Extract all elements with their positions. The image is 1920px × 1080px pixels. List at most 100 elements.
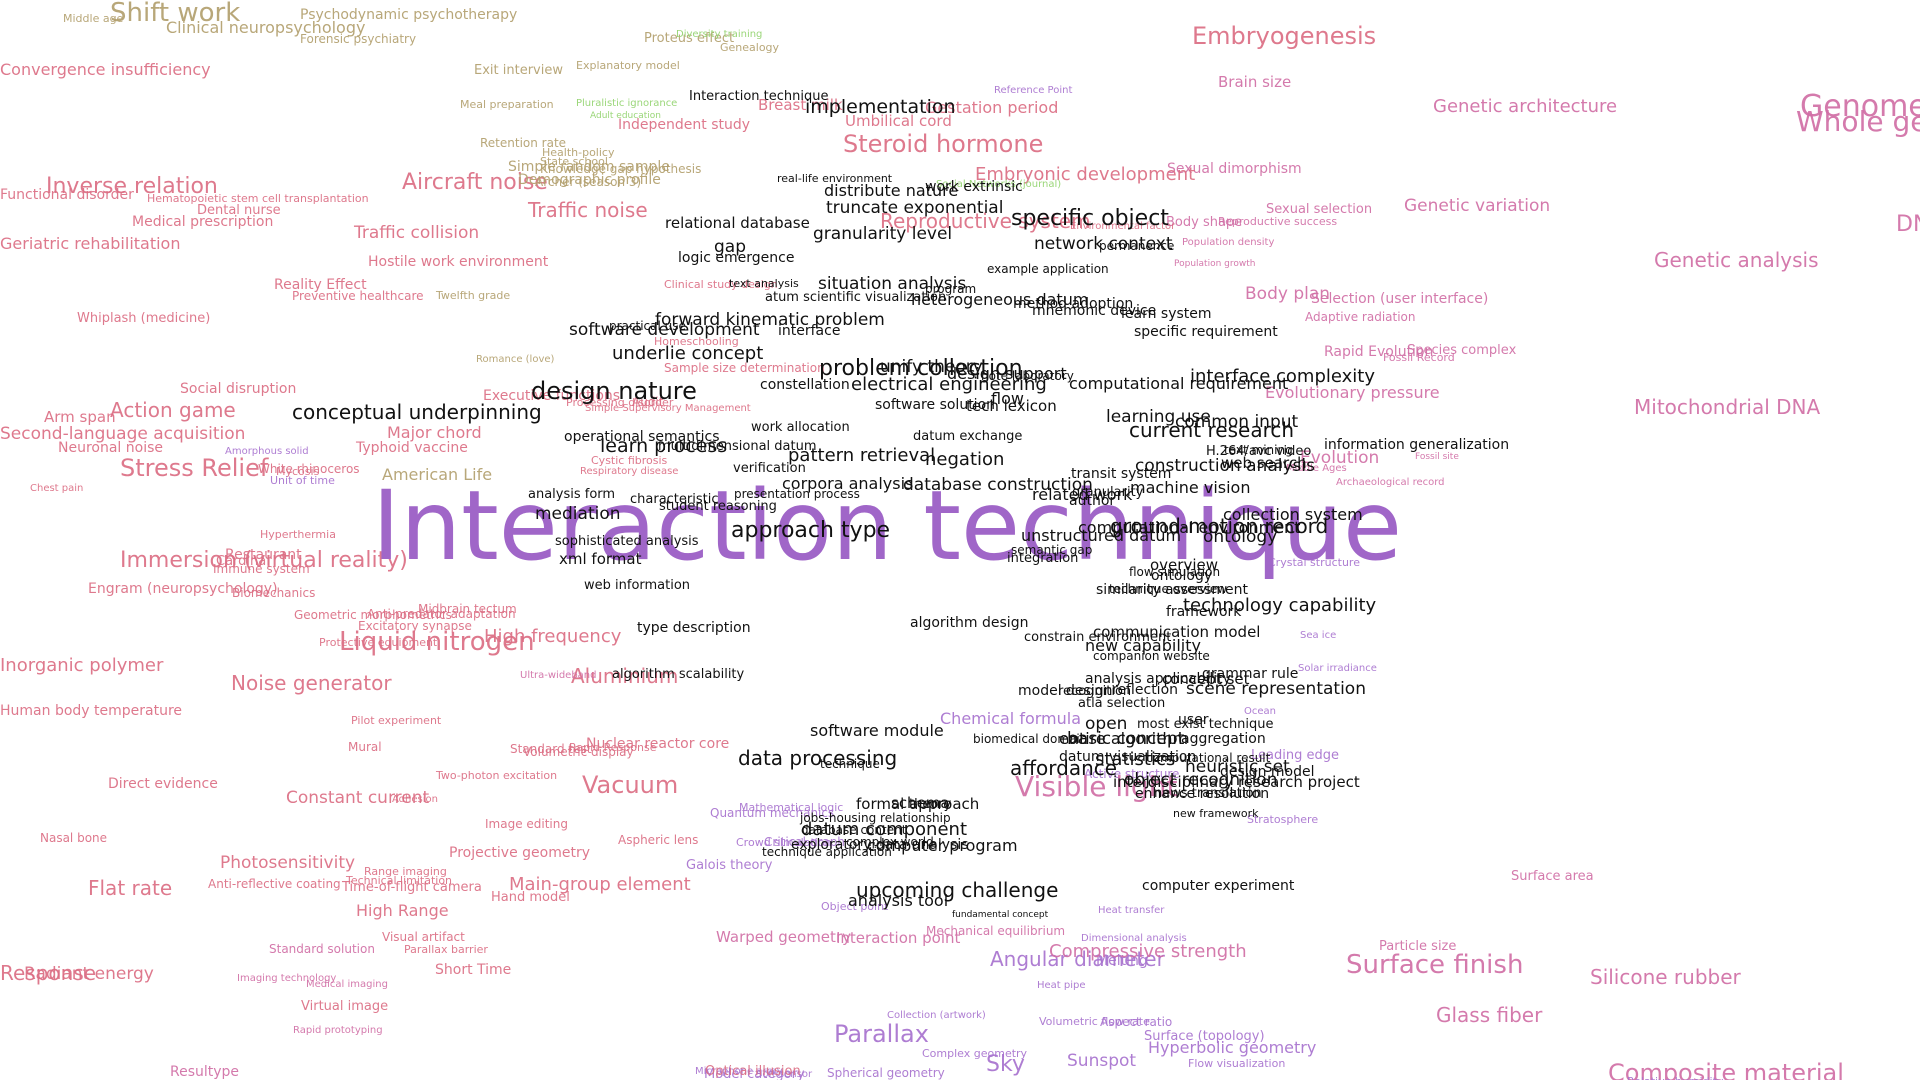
cloud-term: schema [891,794,950,812]
cloud-word: Body plan [1245,284,1331,304]
cloud-term: concept set [1162,670,1250,688]
cloud-term: permanence [1099,239,1175,253]
cloud-term: scene representation [1186,679,1366,699]
cloud-word: Functional disorder [0,187,134,203]
cloud-term: exploratory data analysis [791,837,969,853]
cloud-term: flow [991,389,1024,408]
cloud-word: Mathematical logic [739,801,844,814]
cloud-word: Sexual selection [1266,202,1373,217]
cloud-word: Melting [1096,953,1148,969]
cloud-word: Species complex [1407,343,1517,358]
cloud-word: Amorphous solid [225,446,309,457]
cloud-term: interface complexity [1190,366,1375,387]
cloud-term: analysis tool [848,891,949,910]
cloud-term: sophisticated analysis [555,534,699,549]
cloud-word: Traffic noise [528,198,648,222]
cloud-word: American Life [382,465,493,484]
cloud-term: xml format [559,550,642,568]
cloud-word: Human body temperature [0,703,183,719]
cloud-term: presentation process [734,487,860,501]
cloud-term: datum component [801,819,968,840]
cloud-word: Population density [1182,237,1275,248]
cloud-term: learning use [1106,407,1211,427]
cloud-word: Direct evidence [108,776,218,792]
cloud-term: computer program [867,836,1018,855]
cloud-term: theory [909,797,952,812]
cloud-term: operational semantics [564,429,720,445]
cloud-word: Parallax [834,1020,929,1048]
cloud-term: data processing [738,746,898,770]
cloud-term: ground-motion record [1110,514,1329,538]
cloud-word: High Range [356,901,449,920]
cloud-word: Archer (season 3) [535,175,642,189]
cloud-word: Reproductive success [1218,215,1338,228]
cloud-word: Psychodynamic psychotherapy [300,7,518,23]
cloud-word: Angular diameter [990,947,1165,971]
cloud-word: Chest pain [30,483,84,494]
cloud-word: Hand model [491,890,570,905]
cloud-word: Twelfth grade [436,289,511,302]
cloud-word: Chemical formula [940,709,1082,728]
cloud-term: heuristic set [1185,757,1290,777]
cloud-word: Fossil Record [1383,351,1455,364]
cloud-word: Anti-reflective coating [208,877,341,891]
cloud-word: Simple random sample [508,159,670,175]
cloud-word: Major chord [387,423,482,442]
cloud-term: heterogeneous datum [911,290,1089,309]
cloud-word: Mechanical equilibrium [926,924,1066,938]
cloud-word: Arm span [44,408,116,426]
cloud-word: Crystal structure [1268,556,1360,569]
cloud-word: Glass fiber [1436,1003,1543,1027]
cloud-word: Second-language acquisition [0,424,246,444]
cloud-word: Geriatric rehabilitation [0,234,181,253]
cloud-term: related work [1032,485,1133,504]
cloud-term: method adoption [1013,296,1134,312]
cloud-term: computer experiment [1142,878,1295,894]
cloud-word: Interaction point [836,929,961,947]
cloud-term: ontology [1203,527,1278,547]
cloud-word: Traffic collision [354,223,480,243]
cloud-term: flow simulation [1129,565,1221,579]
cloud-word: Rapid Evolution [1324,344,1434,360]
cloud-term: upcoming challenge [856,878,1059,902]
cloud-term: technique [820,757,880,771]
cloud-term: interface [778,323,841,339]
cloud-word: Reproductive system [880,209,1091,233]
cloud-word: Evolution [1300,448,1380,468]
cloud-term: implementation [805,96,956,118]
cloud-word: Archaeological record [1336,477,1445,488]
cloud-term: constellation [760,377,850,393]
cloud-word: Complex geometry [922,1047,1028,1060]
cloud-term: granularity [1072,485,1144,500]
cloud-term: mnemonic device [1032,303,1157,319]
cloud-word: Clinical study design [664,278,778,291]
cloud-term: recognition [1058,684,1132,699]
cloud-term: object recognition [1124,770,1278,790]
cloud-term: semantic gap [1011,543,1093,557]
cloud-term: web information [584,578,691,593]
cloud-term: underlie concept [612,343,764,364]
cloud-term: atla selection [1078,696,1166,711]
cloud-word: Pluralistic ignorance [576,98,678,109]
cloud-term: entire algorithm [1059,729,1189,748]
cloud-term: similarity assessment [1096,582,1249,598]
cloud-term: computational requirement [1069,374,1289,393]
cloud-word: Middle age [63,12,124,25]
cloud-word: Medical imaging [306,979,388,990]
cloud-term: companion website [1093,649,1210,663]
cloud-word: Warped geometry [716,928,851,946]
cloud-word: Projective geometry [449,845,590,861]
cloud-term: overview [1150,556,1218,574]
cloud-term: analysis form [528,487,616,502]
cloud-term: biomedical domain [973,732,1088,746]
cloud-word: Social disruption [180,381,297,397]
cloud-word: Particle size [1379,939,1457,954]
cloud-term: design model [1220,764,1315,780]
cloud-term: communication model [1093,623,1261,641]
cloud-word: Inorganic polymer [0,655,164,676]
cloud-word: Mycosis [276,465,320,478]
cloud-word: Resultype [170,1064,240,1080]
cloud-term: situation analysis [818,274,967,294]
cloud-word: Embryogenesis [1192,22,1377,50]
cloud-word: Photosensitivity [220,853,356,873]
